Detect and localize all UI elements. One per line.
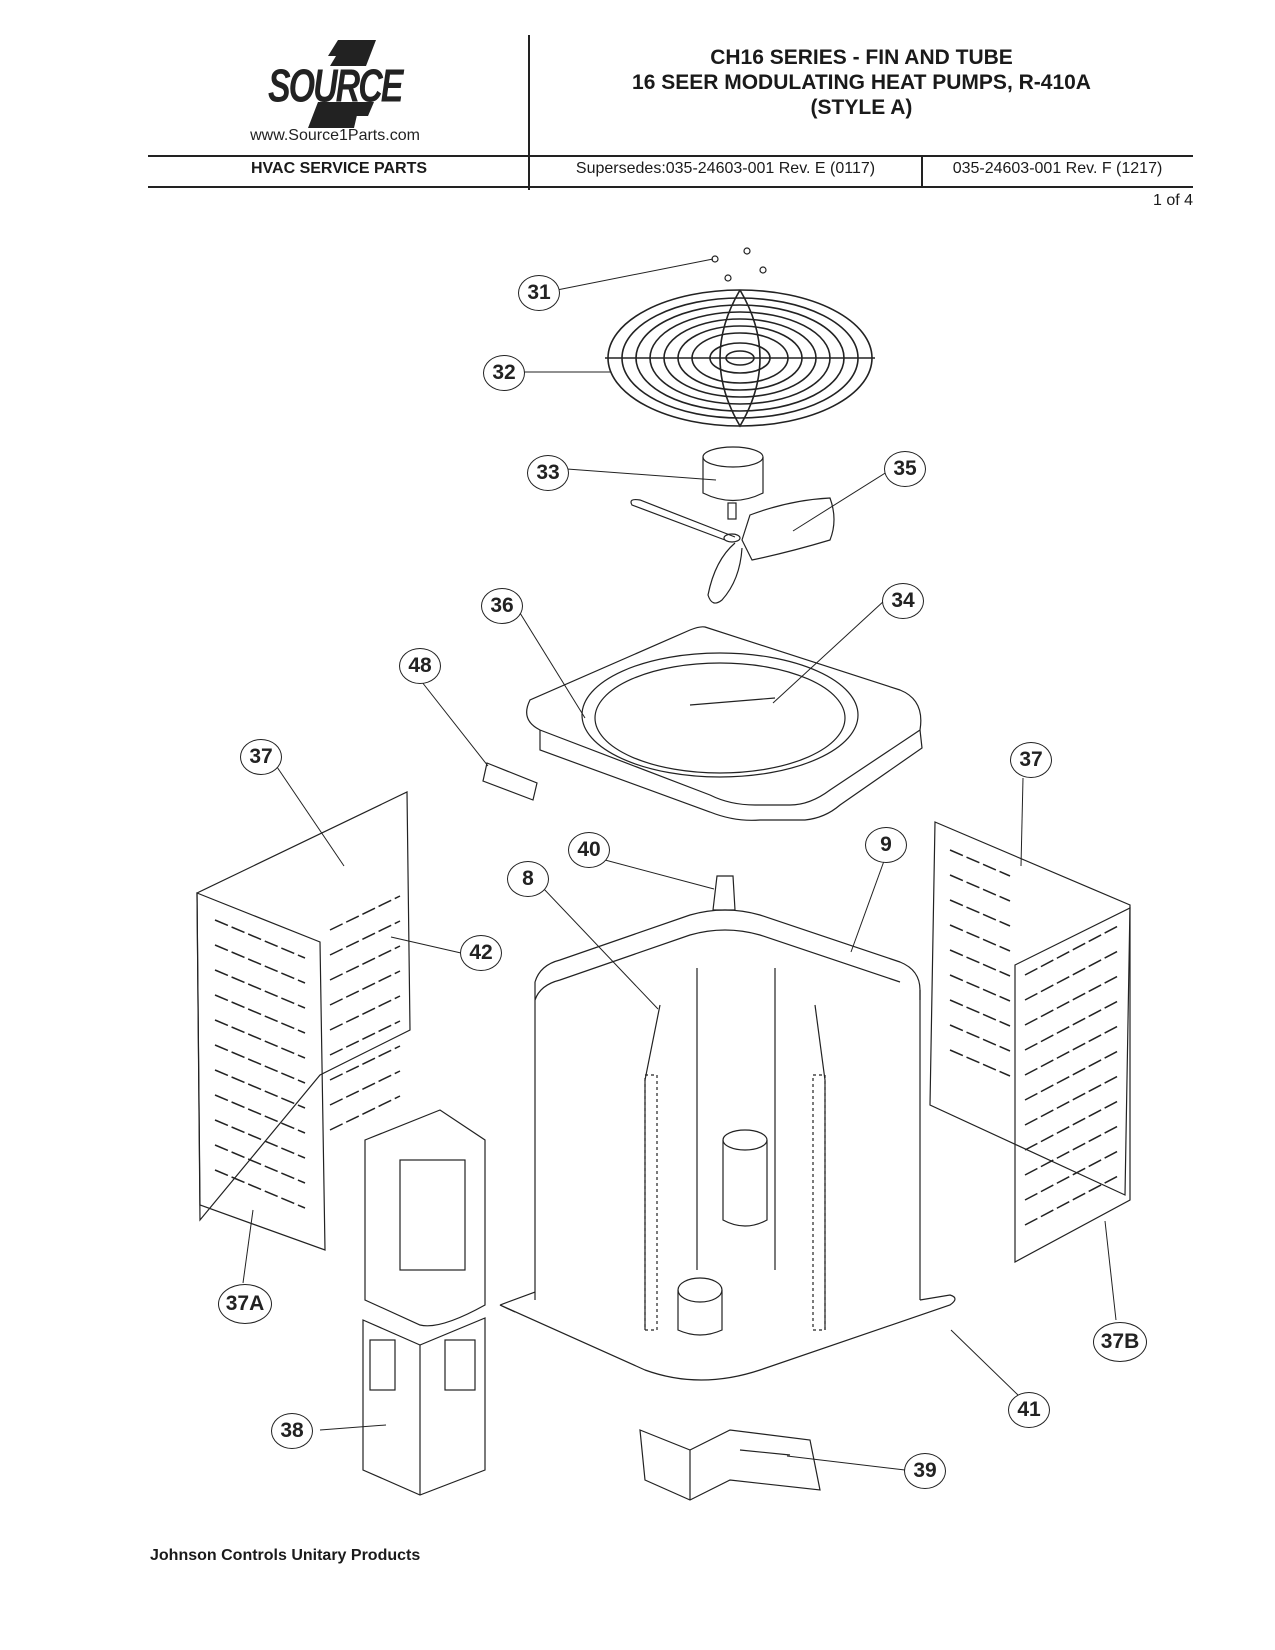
title-line-2: 16 SEER MODULATING HEAT PUMPS, R-410A (632, 71, 1091, 94)
document-title: CH16 SERIES - FIN AND TUBE 16 SEER MODUL… (530, 45, 1193, 120)
callout-40[interactable]: 40 (568, 832, 610, 868)
callout-9[interactable]: 9 (865, 827, 907, 863)
fan-motor-drawing (702, 446, 764, 520)
title-line-3: (STYLE A) (810, 96, 913, 119)
louver-panel-right-drawing (929, 821, 1131, 1264)
label-plate-drawing (482, 762, 538, 801)
callout-37-right[interactable]: 37 (1010, 742, 1052, 778)
callout-37a[interactable]: 37A (218, 1284, 272, 1324)
callout-31[interactable]: 31 (518, 275, 560, 311)
header-divider-top (148, 155, 1193, 157)
callout-39[interactable]: 39 (904, 1453, 946, 1489)
callout-8[interactable]: 8 (507, 861, 549, 897)
logo-text: SOURCE (268, 61, 403, 113)
header-divider-vertical (528, 35, 530, 190)
logo-numeral-one-icon (308, 40, 376, 128)
source1-logo: SOURCE (268, 38, 403, 130)
callout-48[interactable]: 48 (399, 648, 441, 684)
document-number: 035-24603-001 Rev. F (1217) (952, 160, 1163, 177)
callout-35[interactable]: 35 (884, 451, 926, 487)
main-unit-drawing (499, 875, 956, 1381)
callout-41[interactable]: 41 (1008, 1392, 1050, 1428)
header-divider-revision (921, 155, 923, 187)
callout-38[interactable]: 38 (271, 1413, 313, 1449)
fan-blade-drawing (630, 497, 835, 604)
louver-panel-left-drawing (196, 791, 411, 1251)
callout-34[interactable]: 34 (882, 583, 924, 619)
page-indicator: 1 of 4 (1152, 192, 1193, 209)
service-valve-cover-drawing (639, 1429, 821, 1501)
control-box-drawing (362, 1109, 486, 1496)
fan-guard-grille-drawing (605, 289, 875, 428)
title-line-1: CH16 SERIES - FIN AND TUBE (710, 46, 1013, 69)
callout-42[interactable]: 42 (460, 935, 502, 971)
top-cover-drawing (526, 626, 923, 821)
website-url[interactable]: www.Source1Parts.com (250, 127, 420, 144)
header-divider-bottom (148, 186, 1193, 188)
callout-33[interactable]: 33 (527, 455, 569, 491)
screws-icon (711, 247, 767, 282)
supersedes-text: Supersedes:035-24603-001 Rev. E (0117) (575, 160, 876, 177)
callout-36[interactable]: 36 (481, 588, 523, 624)
callout-32[interactable]: 32 (483, 355, 525, 391)
callout-37b[interactable]: 37B (1093, 1322, 1147, 1362)
leader-lines (242, 258, 1117, 1471)
callout-37-left[interactable]: 37 (240, 739, 282, 775)
footer-company: Johnson Controls Unitary Products (150, 1547, 421, 1564)
section-label: HVAC SERVICE PARTS (250, 160, 428, 177)
